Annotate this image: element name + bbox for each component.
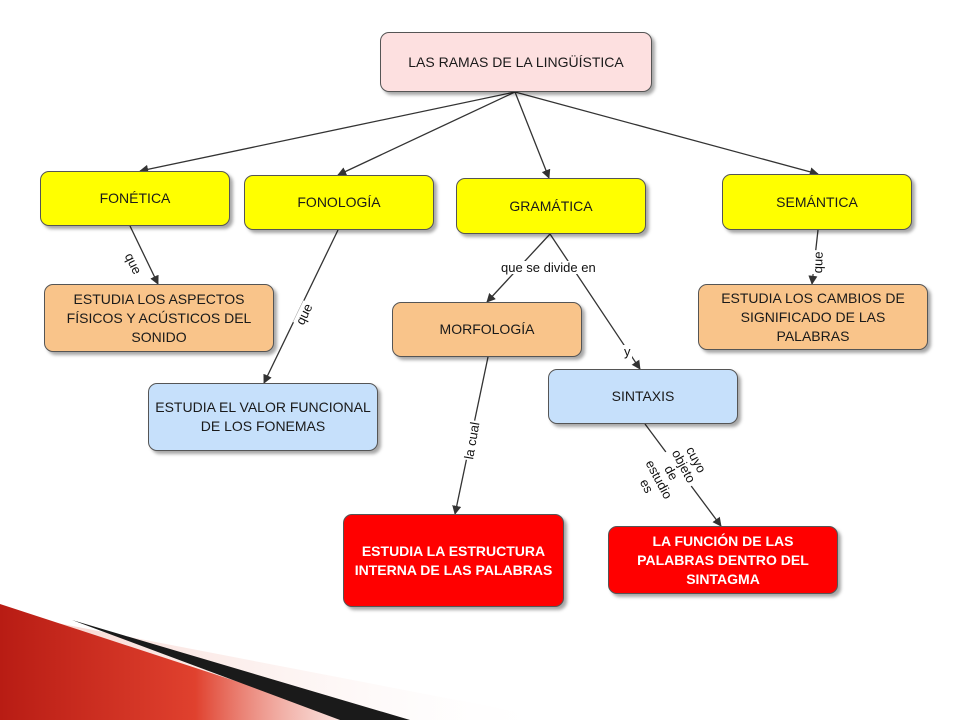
node-root: LAS RAMAS DE LA LINGÜÍSTICA (380, 32, 652, 92)
corner-black-stripe (72, 620, 410, 720)
link-label-que-se-divide-en: que se divide en (500, 260, 597, 275)
corner-decoration (0, 604, 560, 720)
node-semantica-definition: ESTUDIA LOS CAMBIOS DE SIGNIFICADO DE LA… (698, 284, 928, 350)
node-semantica: SEMÁNTICA (722, 174, 912, 230)
link-label-que-semantica: que (810, 250, 826, 275)
node-morfologia-definition: ESTUDIA LA ESTRUCTURA INTERNA DE LAS PAL… (343, 514, 564, 607)
node-sintaxis: SINTAXIS (548, 369, 738, 424)
arrow-root-gramatica (514, 91, 551, 179)
node-fonologia: FONOLOGÍA (244, 175, 434, 230)
arrow-root-fonologia (337, 91, 516, 176)
link-label-y: y (623, 344, 632, 359)
arrow-root-semantica (514, 91, 819, 177)
node-fonologia-definition: ESTUDIA EL VALOR FUNCIONAL DE LOS FONEMA… (148, 383, 378, 451)
arrow-root-fonetica (139, 91, 516, 174)
node-fonetica-definition: ESTUDIA LOS ASPECTOS FÍSICOS Y ACÚSTICOS… (44, 284, 274, 352)
node-fonetica: FONÉTICA (40, 171, 230, 226)
node-sintaxis-definition: LA FUNCIÓN DE LAS PALABRAS DENTRO DEL SI… (608, 526, 838, 594)
node-morfologia: MORFOLOGÍA (392, 302, 582, 357)
node-gramatica: GRAMÁTICA (456, 178, 646, 234)
arrow-fonetica-def (129, 225, 159, 285)
